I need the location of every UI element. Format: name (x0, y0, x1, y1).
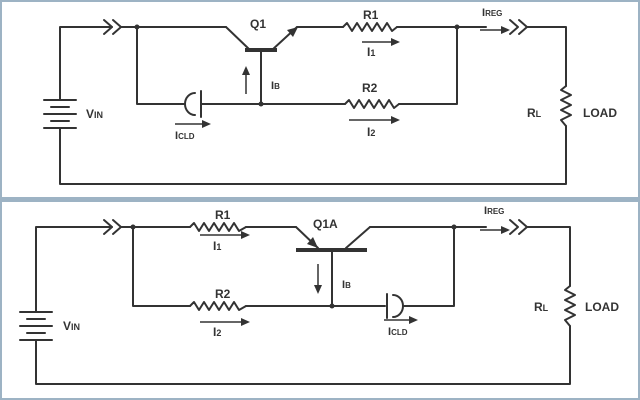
bottom-supply-wire (35, 226, 571, 385)
top-ib-label: IB (271, 80, 280, 92)
bottom-circuit-panel: VIN R1 I1 Q1A IB R2 I2 ICLD IREG RL LOAD (0, 200, 640, 400)
panel-divider (0, 197, 640, 202)
bottom-r2-label: R2 (215, 287, 231, 301)
bottom-left-branch-wire (132, 226, 191, 307)
top-r2-resistor (344, 99, 400, 109)
bottom-output-terminal-icon (509, 219, 528, 235)
bottom-ib-label: IB (342, 279, 351, 291)
bottom-cld-symbol (386, 293, 411, 319)
top-i2-label: I2 (367, 125, 375, 139)
top-r1-resistor (342, 22, 398, 32)
top-ireg-arrow-icon (480, 26, 510, 34)
bottom-icld-arrow-icon (384, 316, 418, 324)
bottom-cld-right-wire (409, 226, 455, 307)
bottom-i1-label: I1 (213, 239, 221, 253)
bottom-battery-symbol (19, 311, 53, 341)
top-circuit-diagram: VIN Q1 R1 I1 IB R2 I2 ICLD IREG RL LOAD (43, 7, 617, 185)
top-load-resistor (560, 85, 572, 127)
bottom-ib-arrow-icon (314, 264, 322, 294)
top-vin-label: VIN (86, 107, 103, 121)
bottom-i2-label: I2 (213, 325, 221, 339)
bottom-rl-label: RL (534, 300, 549, 314)
top-load-label: LOAD (583, 106, 617, 120)
bottom-vin-label: VIN (63, 319, 80, 333)
bottom-circuit-diagram: VIN R1 I1 Q1A IB R2 I2 ICLD IREG RL LOAD (19, 205, 619, 385)
top-i2-arrow-icon (349, 116, 400, 124)
top-r1-label: R1 (363, 8, 379, 22)
top-i1-label: I1 (367, 45, 375, 59)
bottom-i1-arrow-icon (200, 231, 250, 239)
bottom-i2-arrow-icon (200, 318, 250, 326)
top-rl-label: RL (527, 106, 542, 120)
top-battery-symbol (43, 99, 77, 129)
top-icld-label: ICLD (175, 130, 195, 142)
top-ireg-label: IREG (482, 7, 502, 19)
top-circuit-panel: VIN Q1 R1 I1 IB R2 I2 ICLD IREG RL LOAD (43, 7, 617, 185)
top-left-branch-wire (136, 26, 180, 105)
top-icld-arrow-icon (175, 120, 211, 128)
top-output-wire (526, 26, 567, 87)
bottom-r1-label: R1 (215, 208, 231, 222)
bottom-r2-resistor (189, 301, 247, 311)
top-cld-symbol (178, 90, 202, 118)
bottom-r1-resistor (189, 222, 247, 232)
bottom-ireg-label: IREG (484, 205, 504, 217)
bottom-load-label: LOAD (585, 300, 619, 314)
bottom-output-wire (526, 226, 571, 287)
top-ib-arrow-icon (242, 66, 250, 94)
bottom-transistor-q1a (295, 226, 371, 307)
top-r2-right-wire (398, 26, 458, 105)
top-supply-wire (59, 26, 567, 185)
bottom-ireg-arrow-icon (480, 226, 510, 234)
top-transistor-q1 (225, 26, 298, 105)
bottom-icld-label: ICLD (388, 326, 408, 338)
top-q1-label: Q1 (250, 17, 266, 31)
top-i1-arrow-icon (362, 38, 400, 46)
bottom-q1a-label: Q1A (313, 217, 338, 231)
bottom-load-resistor (564, 285, 576, 327)
top-output-terminal-icon (509, 19, 528, 35)
top-r2-label: R2 (362, 81, 378, 95)
